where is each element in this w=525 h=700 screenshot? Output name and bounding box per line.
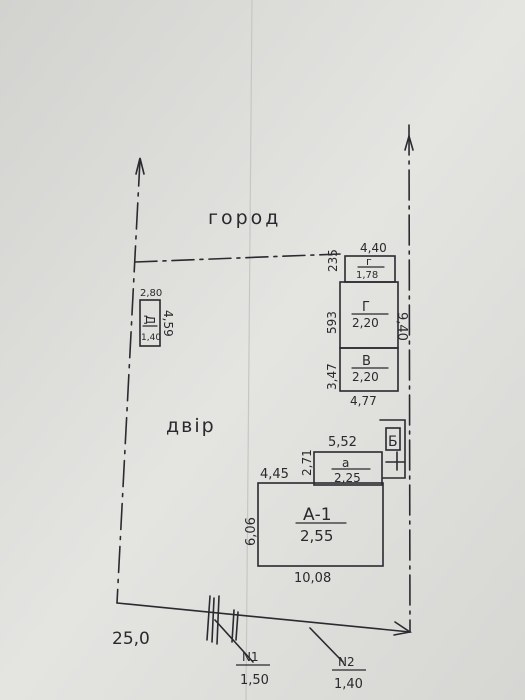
gate-post-2 [211, 597, 215, 643]
dim-shed-g-top: 4,40 [360, 241, 387, 255]
dim-porch-top: 5,52 [328, 435, 357, 450]
left-boundary-arrow [135, 157, 145, 175]
building-p-letter: Г [362, 300, 370, 315]
outbuilding-v [339, 347, 399, 392]
dim-lot-right-side: 9,40 [394, 312, 409, 341]
building-d-height: 1,40 [141, 333, 161, 343]
gate-leader-n1 [214, 619, 254, 663]
garden-divider-line [134, 253, 341, 263]
building-v-height: 2,20 [352, 370, 379, 384]
dim-house-bottom: 10,08 [294, 571, 331, 586]
dim-small-right: 4,59 [161, 310, 175, 337]
lot-bottom-boundary [116, 602, 411, 633]
gate-post-4 [231, 609, 235, 643]
fence-n1-label: N1 [242, 650, 259, 664]
shed-b-inner [385, 427, 401, 451]
building-d-letter: Д [143, 315, 157, 324]
dim-house-top-left: 4,45 [260, 467, 289, 482]
gate-post-5 [235, 611, 239, 641]
lot-right-boundary [408, 124, 411, 633]
dim-small-top: 2,80 [140, 288, 162, 299]
lot-left-boundary [116, 159, 141, 604]
fence-n1-height: 1,50 [240, 673, 269, 688]
dim-shed-bottom: 4,77 [350, 394, 377, 408]
dim-shed-g-left: 235 [326, 249, 340, 272]
house-a1 [257, 482, 384, 567]
dim-lot-bottom-left: 25,0 [112, 629, 150, 649]
building-a1-height: 2,55 [300, 527, 333, 545]
porch-a [313, 451, 383, 486]
gate-post-1 [206, 595, 211, 641]
fence-leader-n2 [309, 627, 344, 663]
building-g-letter: г [366, 255, 372, 268]
building-a-height: 2,25 [334, 471, 361, 485]
building-a-letter: а [342, 456, 349, 470]
building-g-height: 1,78 [356, 270, 378, 281]
fence-n2-label: N2 [338, 655, 355, 669]
building-d [139, 299, 161, 347]
dim-porch-left: 2,71 [300, 449, 314, 476]
yard-label: двір [166, 415, 216, 437]
dim-shed-v-left: 3,47 [325, 363, 339, 390]
building-b-letter: Б [388, 434, 398, 450]
shed-b-outline [379, 419, 406, 479]
dim-house-left: 6,06 [244, 517, 259, 546]
dim-shed-p-left: 593 [325, 311, 339, 334]
fence-n2-height: 1,40 [334, 677, 363, 692]
bottom-boundary-arrow [393, 621, 413, 636]
right-boundary-arrow [404, 133, 414, 151]
paper-fold [245, 0, 253, 700]
gate-post-3 [216, 595, 220, 645]
building-v-letter: В [362, 354, 371, 369]
building-p-height: 2,20 [352, 316, 379, 330]
garden-label: город [208, 207, 281, 229]
building-a1-letter: А-1 [303, 505, 332, 525]
